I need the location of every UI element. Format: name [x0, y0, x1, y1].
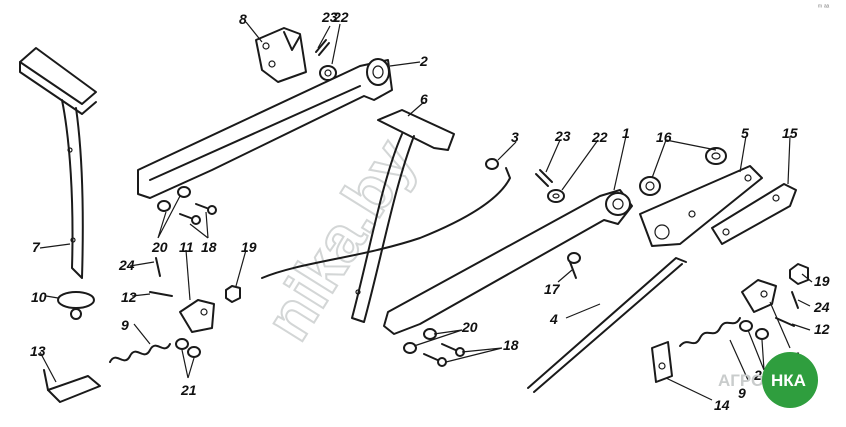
part-rod-4: [527, 257, 687, 393]
part-long-lever: [137, 58, 393, 199]
callout-12: 7: [32, 239, 41, 255]
part-washers-21-left: [175, 338, 201, 358]
part-bracket-13: [43, 369, 101, 403]
callout-27: 19: [814, 273, 830, 289]
callout-30: 9: [738, 385, 746, 401]
part-washers-16: [639, 147, 727, 196]
part-cotter-pin-mid: [535, 169, 553, 187]
part-nut-19-left: [225, 285, 241, 303]
leader-lines: [39, 21, 813, 401]
part-clevis-11-right: [741, 279, 777, 313]
callout-22: 21: [180, 382, 197, 398]
part-spring-9-right: [679, 317, 741, 347]
part-bolts-18-left: [179, 203, 217, 225]
part-spring-9-left: [109, 343, 171, 363]
callout-9: 16: [656, 129, 672, 145]
callout-26: 4: [549, 311, 558, 327]
callout-14: 18: [201, 239, 217, 255]
part-pin-12-left: [149, 291, 173, 297]
corner-mark: ᵐ ᵃᵃ: [818, 4, 830, 11]
logo-suffix: НКА: [771, 371, 806, 390]
part-bolt-17: [567, 252, 581, 279]
logo-badge-icon: [762, 352, 818, 408]
callout-19: 12: [121, 289, 137, 305]
callout-24: 18: [503, 337, 519, 353]
part-flat-bar: [711, 183, 797, 245]
callout-15: 11: [179, 239, 194, 255]
part-pin-24-right: [791, 291, 799, 309]
callout-5: 3: [511, 129, 519, 145]
part-bracket: [255, 27, 307, 83]
callout-25: 17: [544, 281, 561, 297]
part-bracket-14: [651, 341, 673, 383]
part-link-plate: [639, 165, 763, 247]
callout-11: 15: [782, 125, 798, 141]
callout-29: 12: [814, 321, 830, 337]
callout-28: 24: [813, 299, 830, 315]
callout-2: 22: [332, 9, 349, 25]
agro-nka-logo: АГРО НКА: [718, 352, 818, 408]
part-washers-21-right: [739, 320, 769, 340]
callout-16: 19: [241, 239, 257, 255]
logo-prefix: АГРО: [718, 371, 764, 390]
part-washers-20-left: [157, 186, 191, 212]
part-rod: [261, 158, 511, 279]
callout-33: 14: [714, 397, 730, 413]
callout-10: 5: [741, 125, 749, 141]
callout-4: 6: [420, 91, 428, 107]
part-pin-12-right: [775, 317, 795, 327]
callout-8: 1: [622, 125, 630, 141]
part-washer-top: [319, 65, 337, 81]
callout-7: 22: [591, 129, 608, 145]
part-nut-19-right: [789, 263, 809, 285]
callout-13: 20: [151, 239, 168, 255]
part-washers-20-right: [403, 328, 437, 354]
part-washer-mid: [547, 189, 565, 203]
part-clevis-11-left: [179, 299, 215, 333]
part-pedal-center: [351, 109, 455, 323]
callout-23: 20: [461, 319, 478, 335]
callout-18: 10: [31, 289, 47, 305]
callout-6: 23: [554, 128, 571, 144]
part-cotter-pin-top: [315, 39, 330, 56]
callout-0: 8: [239, 11, 247, 27]
part-pedal-left: [19, 47, 97, 279]
callout-21: 13: [30, 343, 46, 359]
callout-3: 2: [419, 53, 428, 69]
callout-17: 24: [118, 257, 135, 273]
part-bolts-18-right: [423, 343, 465, 367]
part-grommet-10: [57, 291, 95, 320]
part-pin-24-left: [155, 257, 161, 277]
part-lever-arm: [383, 189, 633, 335]
callout-20: 9: [121, 317, 129, 333]
callout-1: 23: [321, 9, 338, 25]
